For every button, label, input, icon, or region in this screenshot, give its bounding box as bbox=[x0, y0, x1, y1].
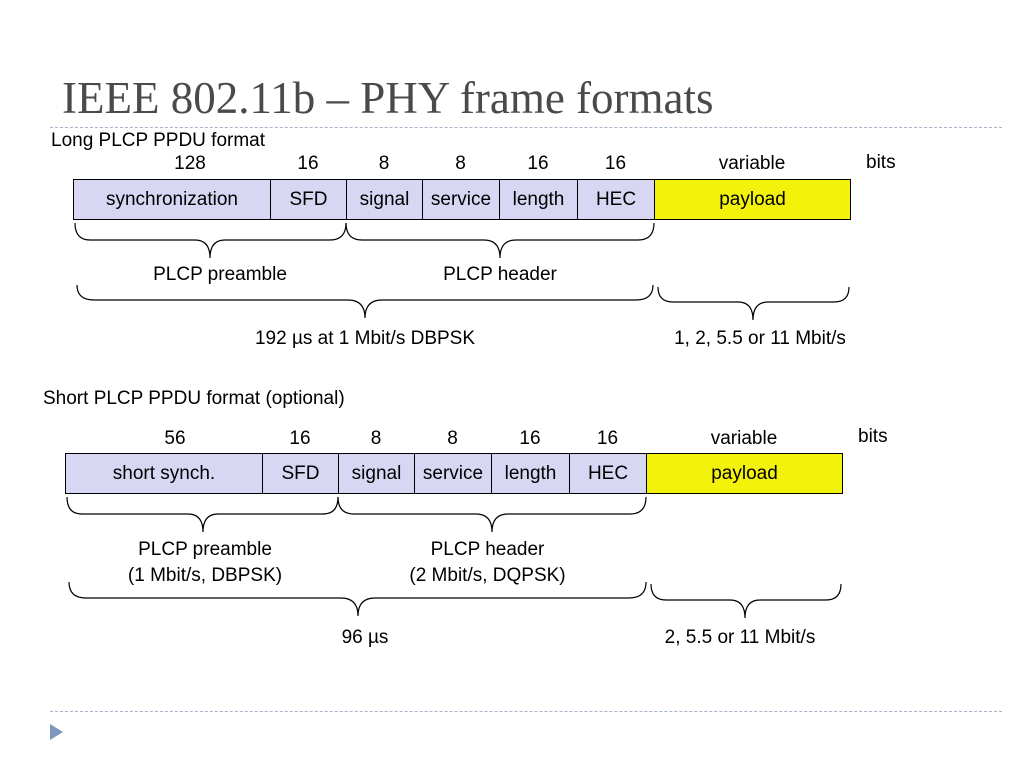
short-field-hec: HEC bbox=[570, 454, 647, 493]
short-header-rate: (2 Mbit/s, DQPSK) bbox=[409, 565, 566, 586]
short-preamble-brace bbox=[66, 496, 339, 533]
triangle-right-icon[interactable] bbox=[50, 724, 63, 740]
short-ppdu-frame: short synch. SFD signal service length H… bbox=[65, 453, 843, 494]
long-field-sfd: SFD bbox=[271, 180, 347, 219]
long-bits-sfd: 16 bbox=[297, 153, 319, 174]
long-field-hec: HEC bbox=[578, 180, 655, 219]
short-preamble-label: PLCP preamble bbox=[138, 539, 272, 560]
long-overall-brace bbox=[76, 284, 654, 319]
bottom-divider bbox=[50, 711, 1002, 712]
short-bits-hec: 16 bbox=[596, 428, 619, 449]
slide-title: IEEE 802.11b – PHY frame formats bbox=[62, 73, 714, 123]
short-field-short-synch: short synch. bbox=[66, 454, 263, 493]
long-bits-service: 8 bbox=[455, 153, 466, 174]
long-field-synchronization: synchronization bbox=[74, 180, 271, 219]
short-field-service: service bbox=[415, 454, 492, 493]
short-field-signal: signal bbox=[339, 454, 415, 493]
short-field-length: length bbox=[492, 454, 570, 493]
long-bits-length: 16 bbox=[527, 153, 549, 174]
short-bits-signal: 8 bbox=[370, 428, 382, 449]
short-bits-length: 16 bbox=[519, 428, 541, 449]
long-bits-signal: 8 bbox=[378, 153, 390, 174]
long-bits-sync: 128 bbox=[174, 153, 206, 174]
long-bits-unit: bits bbox=[866, 152, 896, 173]
short-bits-payload: variable bbox=[710, 428, 778, 449]
long-ppdu-frame: synchronization SFD signal service lengt… bbox=[73, 179, 851, 220]
short-bits-service: 8 bbox=[447, 428, 458, 449]
short-header-brace bbox=[337, 496, 647, 533]
long-field-signal: signal bbox=[347, 180, 423, 219]
long-field-length: length bbox=[500, 180, 578, 219]
short-overall-label: 96 µs bbox=[341, 627, 389, 648]
short-overall-brace bbox=[68, 581, 647, 617]
long-bits-hec: 16 bbox=[604, 153, 627, 174]
long-preamble-label: PLCP preamble bbox=[153, 264, 287, 285]
long-payload-brace bbox=[657, 286, 850, 321]
short-format-label: Short PLCP PPDU format (optional) bbox=[43, 388, 345, 409]
long-field-service: service bbox=[423, 180, 500, 219]
long-overall-label: 192 µs at 1 Mbit/s DBPSK bbox=[254, 328, 476, 349]
short-field-sfd: SFD bbox=[263, 454, 339, 493]
long-header-label: PLCP header bbox=[443, 264, 557, 285]
long-header-brace bbox=[345, 222, 655, 259]
long-payload-rate: 1, 2, 5.5 or 11 Mbit/s bbox=[674, 328, 846, 349]
short-payload-rate: 2, 5.5 or 11 Mbit/s bbox=[664, 627, 816, 648]
long-field-payload: payload bbox=[655, 180, 850, 219]
short-header-label: PLCP header bbox=[430, 539, 545, 560]
short-preamble-rate: (1 Mbit/s, DBPSK) bbox=[127, 565, 283, 586]
short-field-payload: payload bbox=[647, 454, 842, 493]
short-bits-sync: 56 bbox=[164, 428, 186, 449]
short-bits-sfd: 16 bbox=[289, 428, 311, 449]
top-divider bbox=[50, 127, 1002, 128]
long-preamble-brace bbox=[74, 222, 347, 259]
short-bits-unit: bits bbox=[858, 426, 888, 447]
long-format-label: Long PLCP PPDU format bbox=[51, 130, 266, 151]
short-payload-brace bbox=[650, 583, 842, 619]
long-bits-payload: variable bbox=[718, 153, 786, 174]
